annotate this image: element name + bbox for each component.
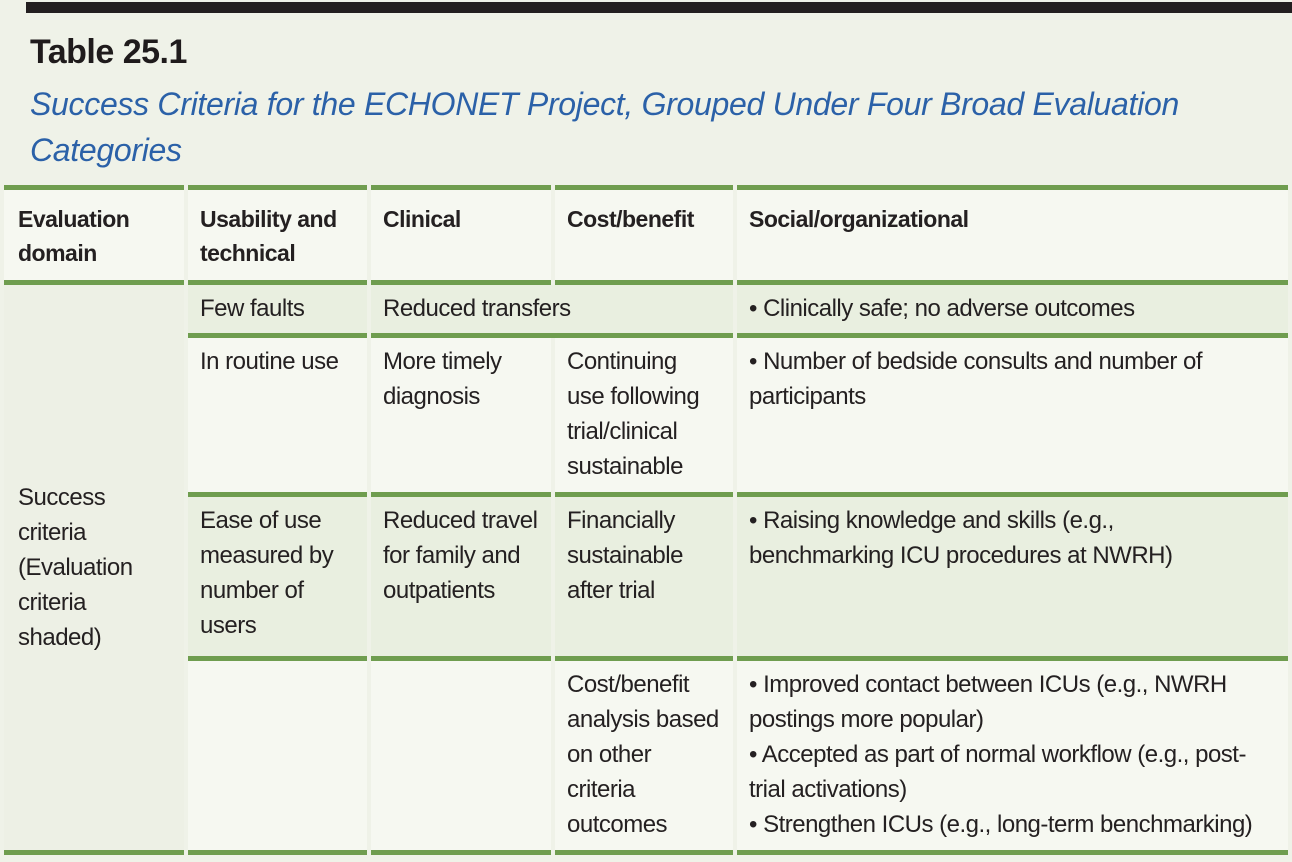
cell-r2-clinical: More timely diagnosis — [371, 338, 551, 497]
cell-r3-costbenefit: Financially sustainable after trial — [555, 497, 733, 661]
cell-r2-costbenefit: Continuing use following trial/clinical … — [555, 338, 733, 497]
table-row-2: In routine use More timely diagnosis Con… — [4, 338, 1288, 497]
cell-r4-social: • Improved contact between ICUs (e.g., N… — [737, 661, 1288, 855]
cell-r1-clinical-costbenefit: Reduced transfers — [371, 285, 733, 338]
table-row-4: Cost/benefit analysis based on other cri… — [4, 661, 1288, 855]
top-rule — [26, 2, 1292, 13]
row-label-success-criteria: Success criteria (Evaluation criteria sh… — [4, 285, 184, 855]
cell-r1-usability: Few faults — [188, 285, 367, 338]
col-header-cost-benefit: Cost/benefit — [555, 185, 733, 285]
cell-r3-social: • Raising knowledge and skills (e.g., be… — [737, 497, 1288, 661]
cell-r3-clinical: Reduced travel for family and outpatient… — [371, 497, 551, 661]
col-header-clinical: Clinical — [371, 185, 551, 285]
table-number-label: Table 25.1 — [30, 33, 187, 71]
cell-r2-usability: In routine use — [188, 338, 367, 497]
col-header-social-organizational: Social/organizational — [737, 185, 1288, 285]
cell-r1-social: • Clinically safe; no adverse outcomes — [737, 285, 1288, 338]
success-criteria-table: Evaluation domain Usability and technica… — [0, 185, 1292, 855]
table-row-3: Ease of use measured by number of users … — [4, 497, 1288, 661]
table-row-1: Success criteria (Evaluation criteria sh… — [4, 285, 1288, 855]
col-header-evaluation-domain: Evaluation domain — [4, 185, 184, 285]
cell-r3-usability: Ease of use measured by number of users — [188, 497, 367, 661]
col-header-usability-technical: Usability and technical — [188, 185, 367, 285]
header-row: Evaluation domain Usability and technica… — [4, 185, 1288, 285]
table-caption: Success Criteria for the ECHONET Project… — [30, 86, 1179, 168]
cell-r4-usability — [188, 661, 367, 855]
cell-r4-clinical — [371, 661, 551, 855]
cell-r2-social: • Number of bedside consults and number … — [737, 338, 1288, 497]
cell-r4-costbenefit: Cost/benefit analysis based on other cri… — [555, 661, 733, 855]
